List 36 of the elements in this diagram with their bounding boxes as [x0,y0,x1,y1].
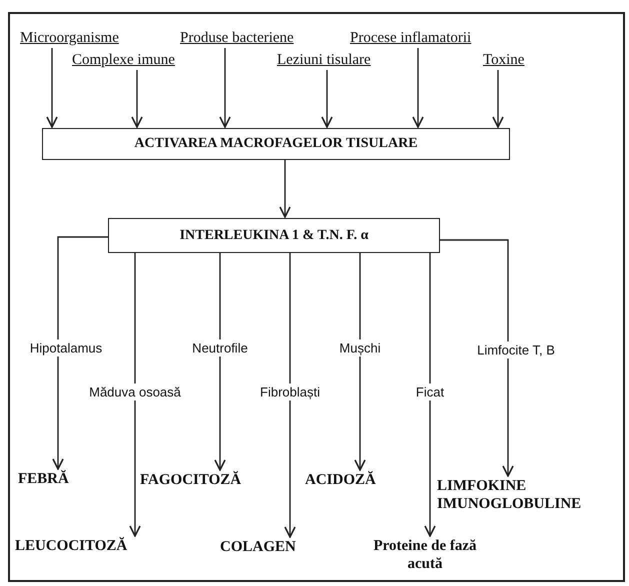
source-label: Produse bacteriene [180,30,330,48]
process-box: ACTIVAREA MACROFAGELOR TISULARE [42,128,510,160]
edge-label: Neutrofile [190,340,250,356]
arrow [440,239,514,477]
arrow [354,253,366,471]
edge-label: Limfocite T, B [475,342,557,358]
arrow [279,160,291,218]
source-label: Procese inflamatorii [350,30,510,48]
arrow [129,253,141,537]
arrow [321,70,333,128]
arrow [52,236,108,470]
arrow [412,48,424,128]
edge-label: Măduva osoasă [87,384,183,400]
arrow [284,253,296,538]
outcome-label: LEUCOCITOZĂ [15,537,165,557]
source-label: Toxine [483,52,538,70]
outcome-label: COLAGEN [220,538,325,558]
arrow [131,70,143,128]
edge-label: Mușchi [337,340,383,356]
outcome-label: FAGOCITOZĂ [140,471,275,491]
source-label: Microorganisme [20,30,155,48]
edge-label: Ficat [414,384,446,400]
edge-label: Hipotalamus [28,340,104,356]
arrow [46,48,58,128]
arrow [214,253,226,471]
outcome-label: Proteine de fază acută [355,537,495,577]
source-label: Leziuni tisulare [277,52,399,70]
process-box: INTERLEUKINA 1 & T.N. F. α [108,218,440,253]
outcome-label: ACIDOZĂ [305,471,405,491]
edge-label: Fibroblaști [258,384,322,400]
arrow [424,253,436,537]
arrow [492,70,504,128]
outcome-label: LIMFOKINE IMUNOGLOBULINE [437,477,607,517]
source-label: Complexe imune [72,52,207,70]
outcome-label: FEBRĂ [18,470,88,490]
arrow [219,48,231,128]
